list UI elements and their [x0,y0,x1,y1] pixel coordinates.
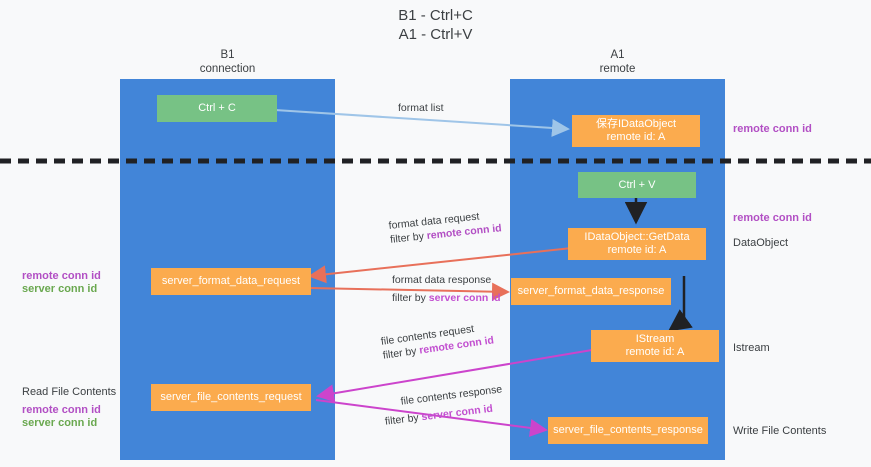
node-server-file-contents-response-label: server_file_contents_response [553,424,703,436]
annotation-left-server-conn-id-mid: server conn id [22,283,98,295]
edge-label-format-data-request: format data request filter by remote con… [388,207,502,247]
edge-label-format-data-response-main: format data response [392,274,492,286]
lane-header-a1-name: A1 [610,49,625,61]
edge-label-file-contents-request: file contents request filter by remote c… [380,319,495,362]
node-istream-line2: remote id: A [625,346,685,358]
node-server-format-data-request[interactable]: server_format_data_request [151,268,311,295]
lane-header-b1: B1 connection [120,48,335,76]
lane-header-b1-role: connection [199,63,256,75]
node-getdata-line2: remote id: A [607,244,667,256]
annotation-left-read-file-contents: Read File Contents [22,386,117,398]
node-server-format-data-response-label: server_format_data_response [517,285,665,297]
page-title: B1 - Ctrl+C A1 - Ctrl+V [0,6,871,44]
annotation-left-server-conn-id-low: server conn id [22,417,98,429]
node-save-idataobject-line1: 保存IDataObject [595,118,677,130]
node-idataobject-getdata[interactable]: IDataObject::GetData remote id: A [568,228,706,260]
filter-prefix: filter by [392,292,429,304]
edge-label-format-list: format list [398,102,444,114]
node-ctrl-c[interactable]: Ctrl + C [157,95,277,122]
node-server-file-contents-request[interactable]: server_file_contents_request [151,384,311,411]
filter-prefix: filter by [384,411,423,428]
annotation-right-write-file-contents: Write File Contents [733,425,827,437]
annotation-right-dataobject: DataObject [733,237,789,249]
annotation-right-remote-conn-id-mid: remote conn id [733,212,812,224]
edge-label-format-data-response-filter: filter by server conn id [392,291,501,305]
lane-header-b1-name: B1 [220,49,235,61]
node-server-file-contents-request-label: server_file_contents_request [160,391,302,403]
annotation-right-remote-conn-id-top: remote conn id [733,123,812,135]
node-save-idataobject-line2: remote id: A [606,131,666,143]
filter-prefix: filter by [382,344,421,362]
title-line-1: B1 - Ctrl+C [398,7,473,24]
node-getdata-line1: IDataObject::GetData [584,231,690,243]
node-ctrl-c-label: Ctrl + C [198,102,236,114]
annotation-right-istream: Istream [733,342,770,354]
filter-key-server-conn-id: server conn id [428,292,501,304]
lane-header-a1-role: remote [599,63,636,75]
annotation-left-remote-conn-id-mid: remote conn id [22,270,101,282]
lane-header-a1: A1 remote [510,48,725,76]
node-istream-line1: IStream [635,333,675,345]
edge-label-format-data-response: format data response filter by server co… [392,273,501,305]
annotation-left-remote-conn-id-low: remote conn id [22,404,101,416]
filter-prefix: filter by [389,230,428,246]
node-ctrl-v[interactable]: Ctrl + V [578,172,696,198]
edge-label-file-contents-response: file contents response filter by server … [382,382,505,428]
node-ctrl-v-label: Ctrl + V [618,178,656,191]
node-server-file-contents-response[interactable]: server_file_contents_response [548,417,708,444]
node-server-format-data-request-label: server_format_data_request [161,275,301,287]
node-save-idataobject[interactable]: 保存IDataObject remote id: A [572,115,700,147]
title-line-2: A1 - Ctrl+V [398,26,473,43]
node-server-format-data-response[interactable]: server_format_data_response [511,278,671,305]
filter-key-server-conn-id: server conn id [420,402,494,424]
node-istream[interactable]: IStream remote id: A [591,330,719,362]
